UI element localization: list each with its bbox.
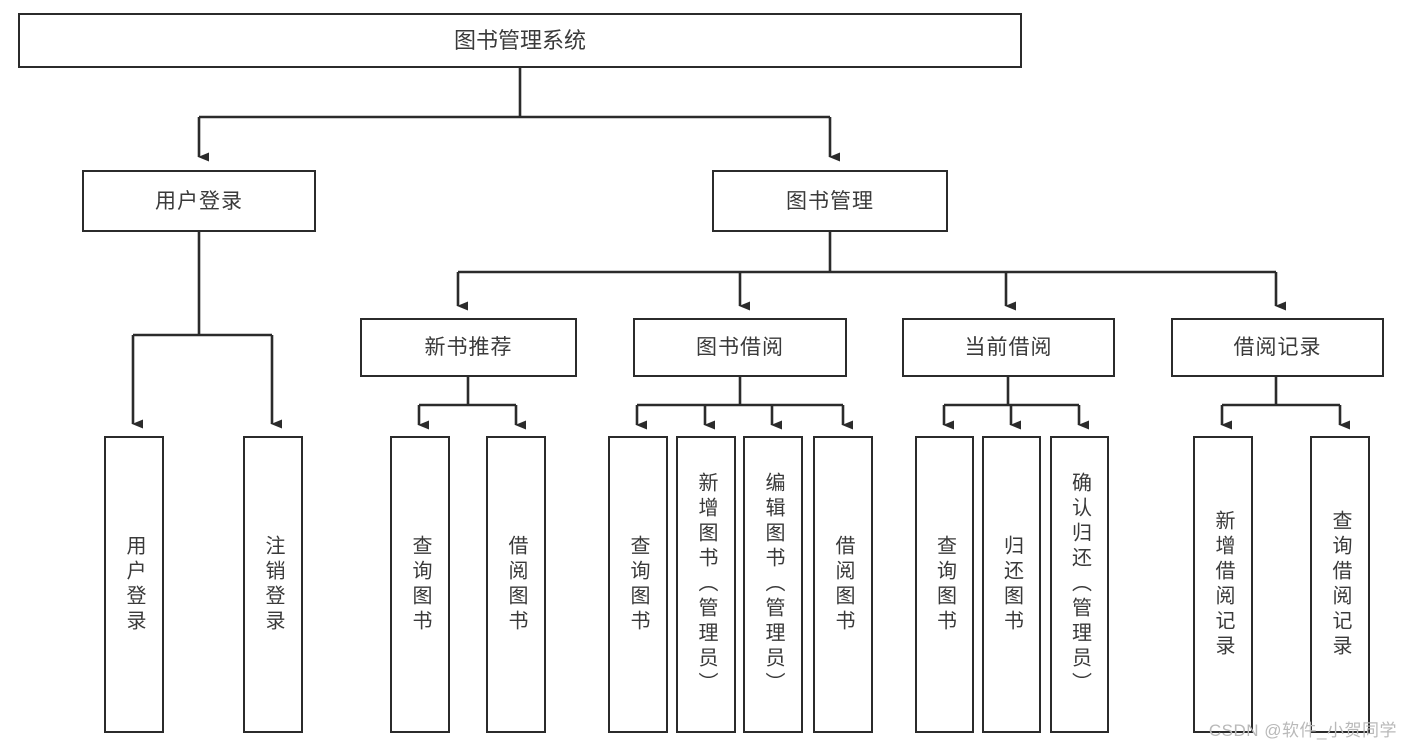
node-root-system[interactable]: 图书管理系统 [18,13,1022,68]
watermark-text: CSDN @软件_小贺同学 [1208,721,1397,740]
node-label: 借阅记录 [1233,336,1322,359]
leaf-new-book-borrow[interactable]: 借阅图书 [486,436,546,733]
leaf-book-borrow-add[interactable]: 新增图书（管理员） [676,436,736,733]
leaf-borrow-record-query[interactable]: 查询借阅记录 [1310,436,1370,733]
node-label: 新增借阅记录 [1212,509,1234,660]
node-book-borrow[interactable]: 图书借阅 [633,318,847,377]
leaf-current-borrow-return[interactable]: 归还图书 [982,436,1041,733]
leaf-borrow-record-add[interactable]: 新增借阅记录 [1193,436,1253,733]
node-label: 查询图书 [627,534,649,635]
leaf-user-login-logout[interactable]: 注销登录 [243,436,303,733]
leaf-current-borrow-confirm-return[interactable]: 确认归还（管理员） [1050,436,1109,733]
node-label: 注销登录 [262,534,284,635]
node-label: 编辑图书（管理员） [762,472,784,697]
node-label: 借阅图书 [832,534,854,635]
node-label: 新增图书（管理员） [695,472,717,697]
node-label: 用户登录 [123,534,145,635]
node-label: 新书推荐 [424,336,513,359]
node-new-book-recommend[interactable]: 新书推荐 [360,318,577,377]
node-label: 查询图书 [409,534,431,635]
leaf-book-borrow-borrow[interactable]: 借阅图书 [813,436,873,733]
node-label: 用户登录 [155,189,243,213]
node-label: 查询借阅记录 [1329,509,1351,660]
node-label: 图书借阅 [696,336,784,359]
node-borrow-record[interactable]: 借阅记录 [1171,318,1384,377]
leaf-current-borrow-query[interactable]: 查询图书 [915,436,974,733]
leaf-user-login-login[interactable]: 用户登录 [104,436,164,733]
node-book-management[interactable]: 图书管理 [712,170,948,232]
leaf-book-borrow-query[interactable]: 查询图书 [608,436,668,733]
node-label: 图书管理 [786,189,874,213]
node-label: 借阅图书 [505,534,527,635]
node-user-login[interactable]: 用户登录 [82,170,316,232]
node-label: 归还图书 [1000,534,1023,635]
node-label: 查询图书 [933,534,956,635]
node-current-borrow[interactable]: 当前借阅 [902,318,1115,377]
leaf-book-borrow-edit[interactable]: 编辑图书（管理员） [743,436,803,733]
node-label: 确认归还（管理员） [1068,472,1091,697]
leaf-new-book-query[interactable]: 查询图书 [390,436,450,733]
node-label: 当前借阅 [964,336,1053,359]
node-label: 图书管理系统 [453,27,586,53]
